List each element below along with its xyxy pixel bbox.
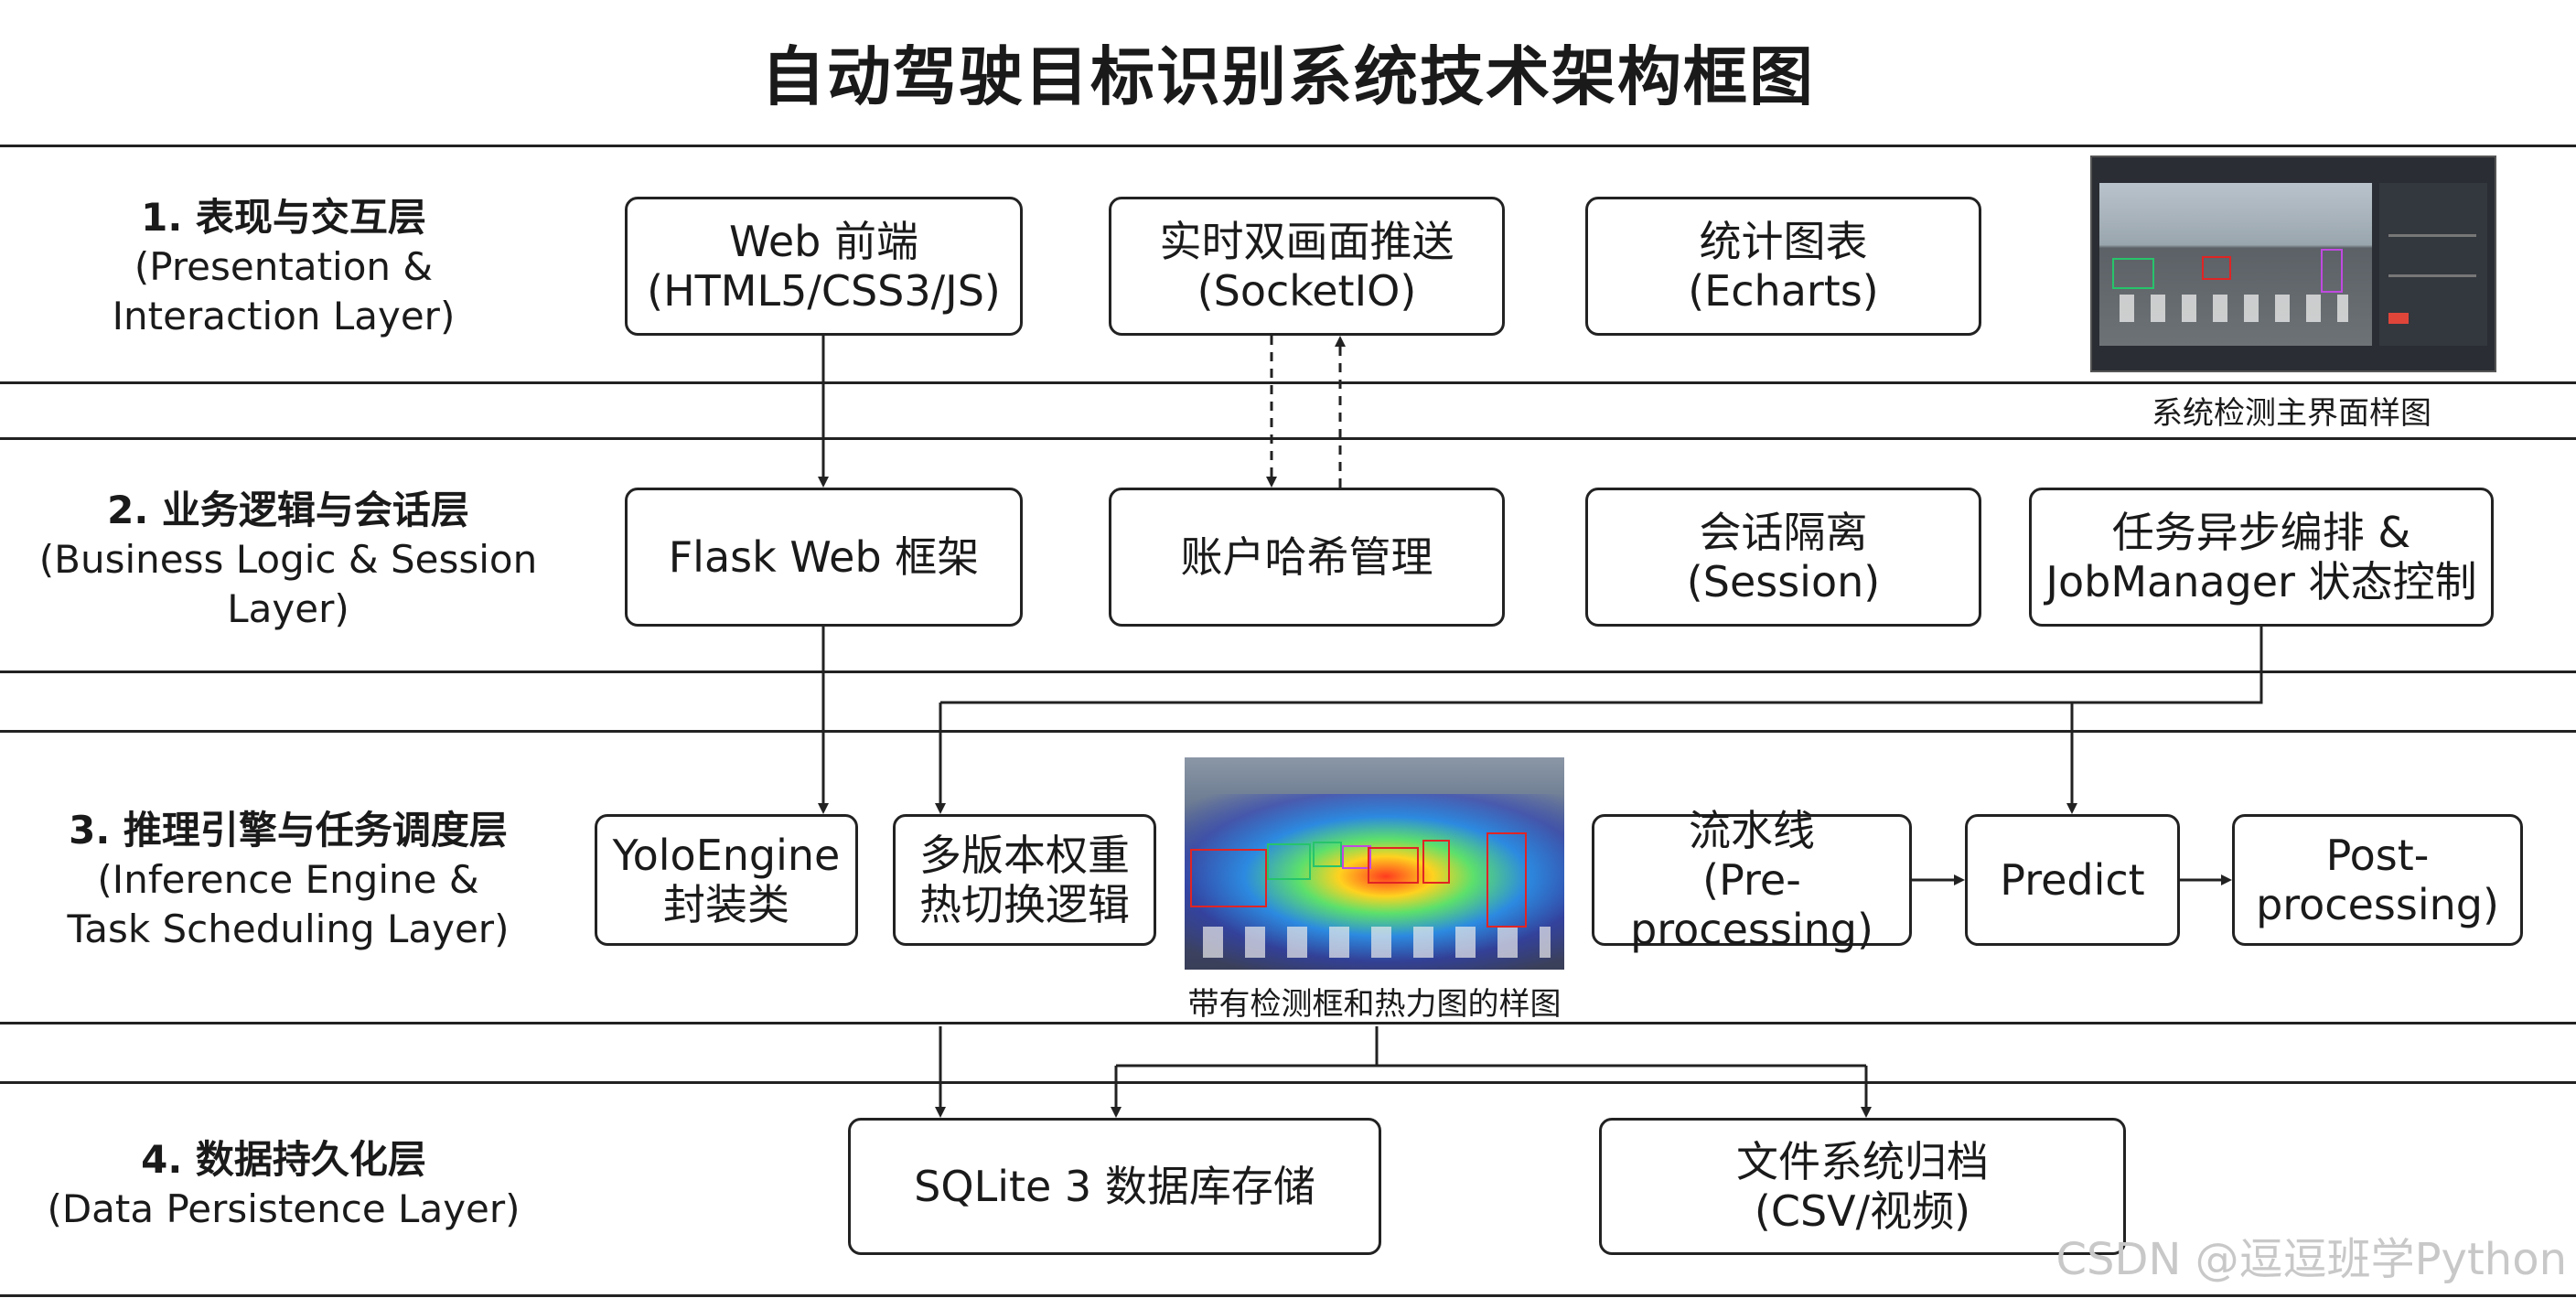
bbox-car [1342,845,1371,869]
web-frontend-box: Web 前端 (HTML5/CSS3/JS) [625,197,1023,336]
yoloengine-box: YoloEngine 封装类 [595,814,858,946]
filesystem-box: 文件系统归档 (CSV/视频) [1599,1118,2126,1255]
slider-track [2388,234,2476,237]
bbox-person [1487,832,1527,928]
bbox-car [1313,842,1342,867]
slider-track [2388,274,2476,277]
bbox-car [2112,258,2154,289]
bbox-car [1190,849,1267,907]
layer-title-zh: 1. 表现与交互层 [141,195,426,240]
layer-label-presentation: 1. 表现与交互层 (Presentation & Interaction La… [37,193,531,341]
crosswalk [2120,295,2348,322]
sqlite-box: SQLite 3 数据库存储 [848,1118,1381,1255]
layer-label-persistence: 4. 数据持久化层 (Data Persistence Layer) [27,1135,540,1234]
layer-title-en: (Business Logic & Session Layer) [38,537,538,631]
echarts-box: 统计图表 (Echarts) [1585,197,1981,336]
layer-title-zh: 2. 业务逻辑与会话层 [107,488,469,532]
bbox-car [1422,840,1450,884]
layer-title-zh: 4. 数据持久化层 [141,1137,426,1182]
postprocess-box: Post- processing) [2232,814,2523,946]
layer-label-inference: 3. 推理引擎与任务调度层 (Inference Engine & Task S… [18,806,558,954]
account-hash-box: 账户哈希管理 [1109,488,1505,627]
bbox-person [2321,249,2343,293]
heatmap-sample-image [1185,757,1564,970]
predict-box: Predict [1965,814,2180,946]
layer-title-en: (Presentation & Interaction Layer) [112,244,456,338]
layer-title-en: (Inference Engine & Task Scheduling Laye… [67,857,510,951]
crosswalk [1203,927,1551,958]
diagram-title: 自动驾驶目标识别系统技术架构框图 [761,39,1815,114]
session-box: 会话隔离 (Session) [1585,488,1981,627]
main-ui-sample-image [2090,156,2496,372]
layer-title-en: (Data Persistence Layer) [47,1186,521,1231]
heatmap-caption: 带有检测框和热力图的样图 [1187,986,1562,1023]
main-ui-caption: 系统检测主界面样图 [2152,395,2431,432]
layer-label-business: 2. 业务逻辑与会话层 (Business Logic & Session La… [18,486,558,634]
watermark: CSDN @逗逗班学Python [2055,1234,2568,1285]
line-inference-split [1116,1026,1866,1067]
start-button [2388,313,2409,324]
socketio-box: 实时双画面推送 (SocketIO) [1109,197,1505,336]
bbox-car [2202,256,2231,280]
bbox-car [1267,843,1311,880]
jobmanager-box: 任务异步编排 & JobManager 状态控制 [2029,488,2494,627]
layer-title-zh: 3. 推理引擎与任务调度层 [69,808,508,853]
bbox-car [1368,847,1419,884]
hot-swap-box: 多版本权重 热切换逻辑 [893,814,1156,946]
flask-box: Flask Web 框架 [625,488,1023,627]
line-jobmanager-bus [940,627,2263,704]
